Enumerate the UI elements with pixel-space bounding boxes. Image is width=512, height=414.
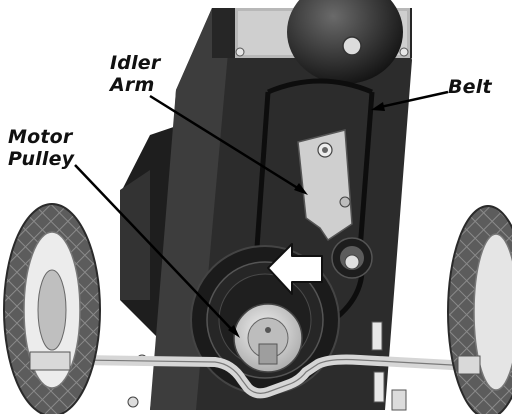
idler-arm-bracket xyxy=(297,129,353,242)
motor-pulley-label: Motor Pulley xyxy=(8,126,74,170)
top-knob xyxy=(287,0,403,84)
idler-arm-leader xyxy=(149,94,305,194)
belt-leader xyxy=(375,90,449,110)
idler-arm-label: Idler Arm xyxy=(110,52,160,96)
leader-lines xyxy=(74,90,449,338)
idler-arm-label-line2: Arm xyxy=(110,74,155,96)
belt-label-line1: Belt xyxy=(448,76,492,98)
idler-arm-label-line1: Idler xyxy=(110,52,161,74)
right-wheel xyxy=(447,205,512,414)
left-wheel xyxy=(3,203,101,414)
motor-pulley-leader xyxy=(74,164,237,335)
belt-label: Belt xyxy=(448,76,492,98)
axle-bar xyxy=(75,354,475,399)
motor-pulley-label-line1: Motor xyxy=(8,126,73,148)
motor-pulley-label-line2: Pulley xyxy=(8,148,75,170)
idler-pulley xyxy=(331,237,373,279)
left-arrow-icon xyxy=(267,243,323,295)
motor-pulley xyxy=(233,303,303,373)
